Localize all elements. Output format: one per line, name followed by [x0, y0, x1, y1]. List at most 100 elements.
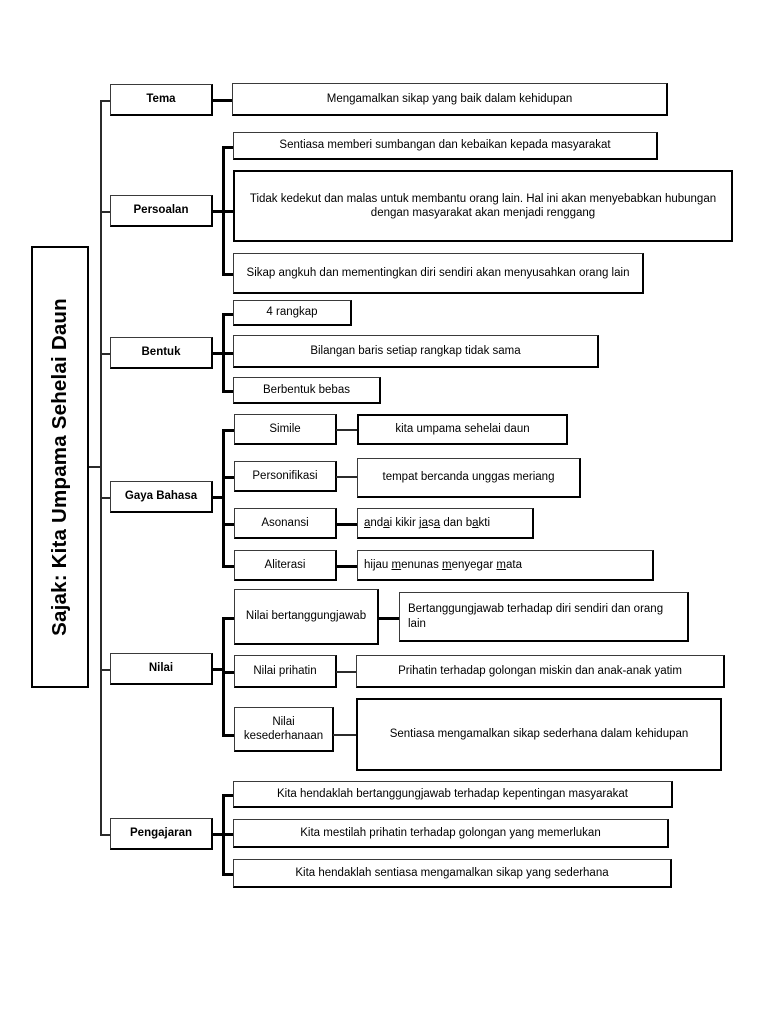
connector-persoalan-1 — [222, 146, 234, 149]
connector-gaya-4 — [222, 565, 234, 568]
sublabel-text: Asonansi — [261, 516, 309, 529]
connector-pengajaran-1 — [222, 794, 234, 797]
leaf-text: Sikap angkuh dan mementingkan diri sendi… — [246, 266, 630, 279]
leaf-persoalan-2[interactable]: Tidak kedekut dan malas untuk membantu o… — [233, 170, 733, 242]
leaf-text: Bilangan baris setiap rangkap tidak sama — [310, 344, 521, 357]
category-gaya-bahasa[interactable]: Gaya Bahasa — [110, 481, 213, 513]
leaf-bentuk-2[interactable]: Bilangan baris setiap rangkap tidak sama — [233, 335, 599, 368]
leaf-text: Mengamalkan sikap yang baik dalam kehidu… — [326, 92, 573, 105]
connector-aliterasi-leaf — [336, 565, 358, 568]
connector-nilai2-leaf — [336, 671, 358, 673]
leaf-persoalan-3[interactable]: Sikap angkuh dan mementingkan diri sendi… — [233, 253, 644, 294]
leaf-text: 4 rangkap — [266, 306, 318, 319]
connector-asonansi-leaf — [336, 523, 358, 526]
leaf-bentuk-3[interactable]: Berbentuk bebas — [233, 377, 381, 404]
category-persoalan[interactable]: Persoalan — [110, 195, 213, 227]
connector-nilai-spine — [212, 668, 224, 671]
leaf-text: Berbentuk bebas — [263, 383, 350, 396]
connector-nilai-3 — [222, 734, 234, 737]
leaf-text: kita umpama sehelai daun — [395, 423, 530, 436]
category-label: Gaya Bahasa — [124, 490, 198, 503]
category-label: Persoalan — [133, 204, 189, 217]
connector-trunk-bentuk — [100, 353, 111, 355]
category-label: Nilai — [148, 662, 174, 675]
connector-trunk-tema — [100, 100, 111, 102]
connector-bentuk-spine — [212, 352, 224, 355]
leaf-text: hijau menunas menyegar mata — [364, 558, 522, 571]
connector-nilai-1 — [222, 617, 234, 620]
connector-trunk-nilai — [100, 669, 111, 671]
sublabel-asonansi[interactable]: Asonansi — [234, 508, 337, 539]
leaf-text: Kita hendaklah bertanggungjawab terhadap… — [276, 787, 628, 800]
leaf-bentuk-1[interactable]: 4 rangkap — [233, 300, 352, 326]
sublabel-nilai-kesederhanaan[interactable]: Nilai kesederhanaan — [234, 707, 334, 752]
connector-gaya-1 — [222, 429, 234, 432]
sublabel-text: Aliterasi — [264, 558, 306, 571]
sublabel-text: Nilai bertanggungjawab — [245, 610, 367, 623]
leaf-text: andai kikir jasa dan bakti — [364, 516, 491, 529]
connector-pengajaran-3 — [222, 873, 234, 876]
sublabel-text: Personifikasi — [252, 469, 318, 482]
leaf-text: Prihatin terhadap golongan miskin dan an… — [398, 664, 682, 677]
leaf-pengajaran-2[interactable]: Kita mestilah prihatin terhadap golongan… — [233, 819, 669, 848]
leaf-tema-1[interactable]: Mengamalkan sikap yang baik dalam kehidu… — [232, 83, 668, 116]
category-pengajaran[interactable]: Pengajaran — [110, 818, 213, 850]
leaf-text: Kita hendaklah sentiasa mengamalkan sika… — [295, 866, 609, 879]
sublabel-aliterasi[interactable]: Aliterasi — [234, 550, 337, 581]
leaf-nilai-bertanggungjawab[interactable]: Bertanggungjawab terhadap diri sendiri d… — [399, 592, 689, 642]
category-bentuk[interactable]: Bentuk — [110, 337, 213, 369]
connector-bentuk-2 — [222, 352, 234, 355]
spine-nilai — [222, 617, 225, 735]
leaf-pengajaran-1[interactable]: Kita hendaklah bertanggungjawab terhadap… — [233, 781, 673, 808]
connector-persoalan-spine — [212, 210, 224, 213]
sublabel-text: Simile — [269, 422, 301, 435]
sublabel-nilai-prihatin[interactable]: Nilai prihatin — [234, 655, 337, 688]
category-label: Pengajaran — [130, 827, 192, 840]
connector-trunk-gaya-bahasa — [100, 497, 111, 499]
leaf-text: Sentiasa mengamalkan sikap sederhana dal… — [389, 728, 689, 741]
category-nilai[interactable]: Nilai — [110, 653, 213, 685]
connector-gaya-3 — [222, 523, 234, 526]
category-tema[interactable]: Tema — [110, 84, 213, 116]
leaf-text: tempat bercanda unggas meriang — [382, 471, 555, 484]
connector-bentuk-1 — [222, 313, 234, 316]
leaf-nilai-prihatin[interactable]: Prihatin terhadap golongan miskin dan an… — [356, 655, 725, 688]
leaf-asonansi[interactable]: andai kikir jasa dan bakti — [357, 508, 534, 539]
root-node: Sajak: Kita Umpama Sehelai Daun — [31, 246, 89, 688]
category-label: Bentuk — [141, 346, 181, 359]
root-to-trunk-connector — [89, 466, 101, 468]
connector-gaya-2 — [222, 476, 234, 479]
leaf-aliterasi[interactable]: hijau menunas menyegar mata — [357, 550, 654, 581]
connector-tema-item — [212, 99, 233, 102]
connector-persoalan-3 — [222, 273, 234, 276]
leaf-nilai-kesederhanaan[interactable]: Sentiasa mengamalkan sikap sederhana dal… — [356, 698, 722, 771]
leaf-text: Sentiasa memberi sumbangan dan kebaikan … — [279, 139, 611, 152]
leaf-persoalan-1[interactable]: Sentiasa memberi sumbangan dan kebaikan … — [233, 132, 658, 160]
sublabel-simile[interactable]: Simile — [234, 414, 337, 445]
connector-nilai3-leaf — [333, 734, 357, 736]
root-title: Sajak: Kita Umpama Sehelai Daun — [48, 298, 72, 636]
connector-simile-leaf — [336, 429, 358, 431]
leaf-simile[interactable]: kita umpama sehelai daun — [357, 414, 568, 445]
sublabel-text: Nilai kesederhanaan — [243, 715, 324, 742]
sublabel-personifikasi[interactable]: Personifikasi — [234, 461, 337, 492]
connector-bentuk-3 — [222, 390, 234, 393]
connector-pengajaran-2 — [222, 833, 234, 836]
leaf-text: Tidak kedekut dan malas untuk membantu o… — [249, 192, 717, 219]
connector-pengajaran-spine — [212, 833, 224, 836]
connector-nilai-2 — [222, 671, 234, 674]
sublabel-text: Nilai prihatin — [253, 664, 317, 677]
category-label: Tema — [146, 93, 176, 106]
leaf-text: Kita mestilah prihatin terhadap golongan… — [300, 826, 601, 839]
sublabel-nilai-bertanggungjawab[interactable]: Nilai bertanggungjawab — [234, 589, 379, 645]
leaf-personifikasi[interactable]: tempat bercanda unggas meriang — [357, 458, 581, 498]
connector-trunk-persoalan — [100, 211, 111, 213]
leaf-pengajaran-3[interactable]: Kita hendaklah sentiasa mengamalkan sika… — [233, 859, 672, 888]
connector-trunk-pengajaran — [100, 834, 111, 836]
connector-personifikasi-leaf — [336, 476, 358, 478]
spine-gaya-bahasa — [222, 429, 225, 566]
connector-nilai1-leaf — [378, 617, 400, 620]
connector-gaya-spine — [212, 496, 224, 499]
leaf-text: Bertanggungjawab terhadap diri sendiri d… — [408, 603, 664, 630]
